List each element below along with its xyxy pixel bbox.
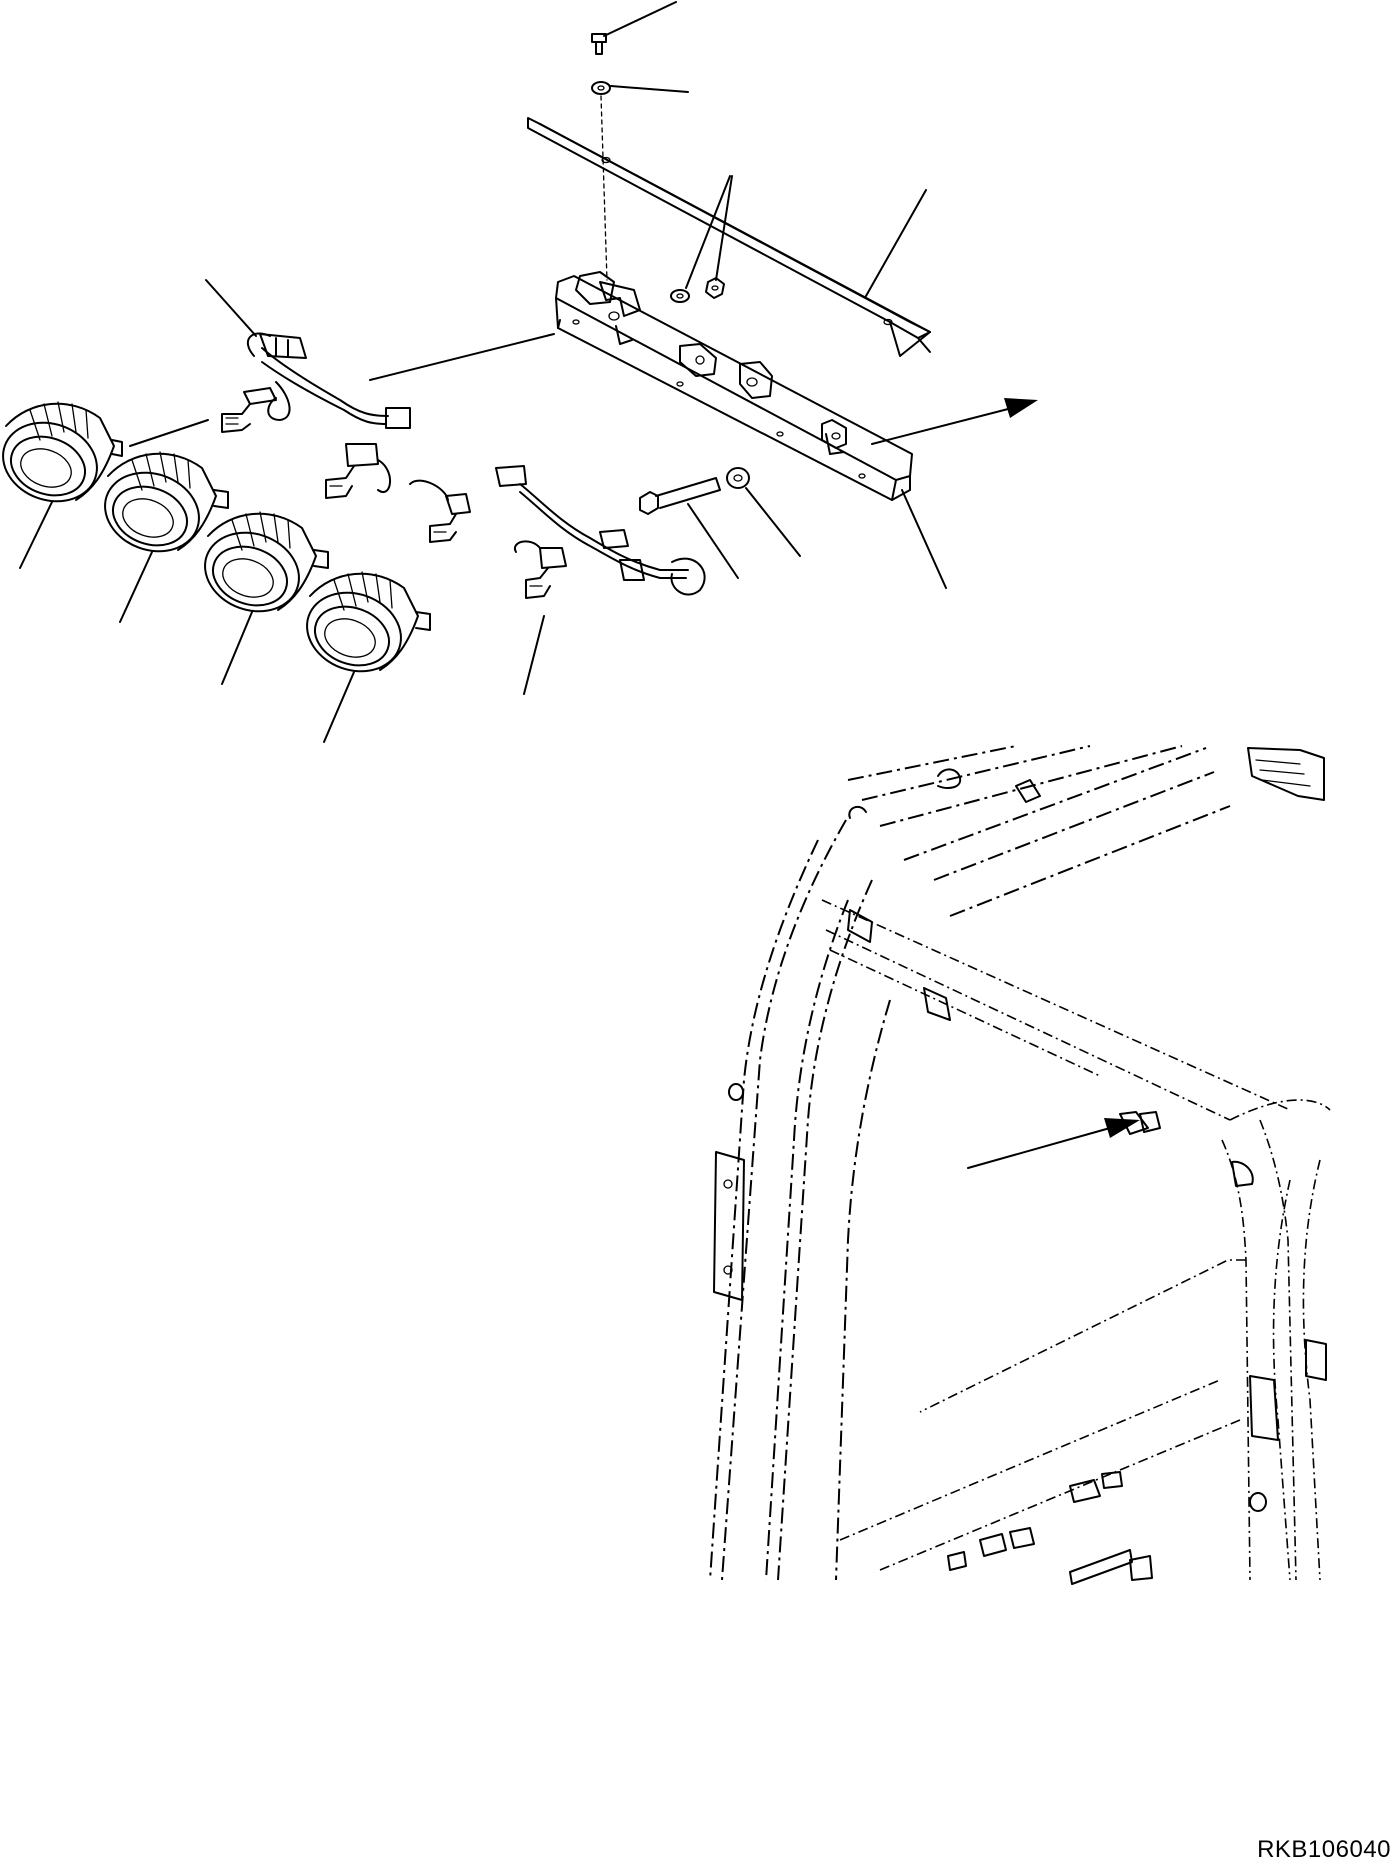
work-lamp-2: [104, 451, 229, 623]
bolt-top: [591, 1, 677, 55]
angle-bracket: [527, 117, 931, 357]
work-lamp-3: [204, 511, 329, 685]
location-arrow-top: [871, 398, 1038, 445]
leader-lamp-1: [129, 419, 209, 447]
long-bolt: [639, 467, 801, 579]
wire-harness-upper: [205, 279, 411, 433]
mounting-bracket: [369, 271, 947, 589]
connector-pair-middle: [325, 443, 471, 543]
washer-nut-pair: [670, 175, 733, 303]
drawing-reference-code: RKB106040: [1257, 1836, 1391, 1863]
work-lamp-1: [2, 401, 123, 569]
work-lamp-4: [306, 571, 431, 743]
wire-harness-lower: [495, 465, 706, 695]
washer-top: [591, 81, 689, 281]
cab-frame-view: [709, 745, 1331, 1585]
